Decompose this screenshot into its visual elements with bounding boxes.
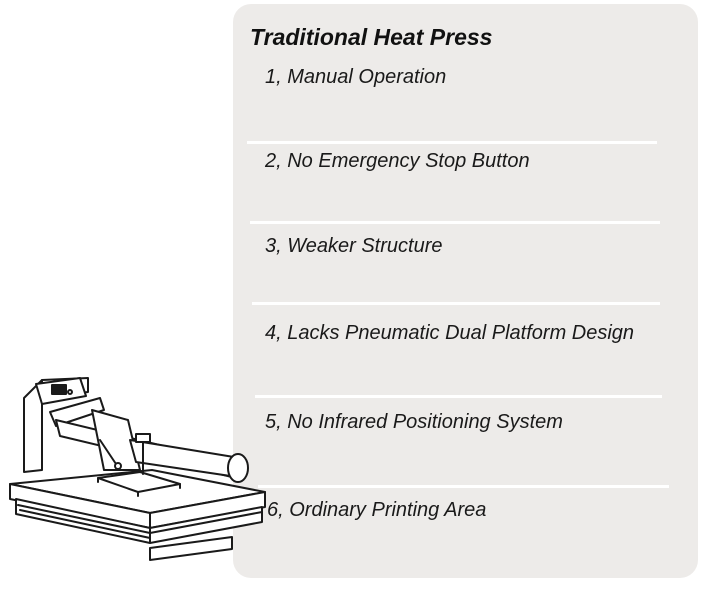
panel-title: Traditional Heat Press — [250, 24, 493, 50]
feature-item-pneumatic-design: 4, Lacks Pneumatic Dual Platform Design — [265, 322, 635, 344]
divider — [255, 395, 662, 398]
feature-item-infrared-positioning: 5, No Infrared Positioning System — [265, 411, 563, 433]
heat-press-machine-icon — [9, 377, 266, 561]
feature-item-structure: 3, Weaker Structure — [265, 235, 443, 257]
feature-item-manual-operation: 1, Manual Operation — [265, 66, 447, 88]
divider — [258, 485, 669, 488]
feature-panel — [233, 4, 698, 578]
divider — [250, 221, 660, 224]
feature-item-emergency-stop: 2, No Emergency Stop Button — [265, 150, 530, 172]
feature-item-printing-area: 6, Ordinary Printing Area — [267, 499, 487, 521]
divider — [247, 141, 657, 144]
divider — [252, 302, 660, 305]
